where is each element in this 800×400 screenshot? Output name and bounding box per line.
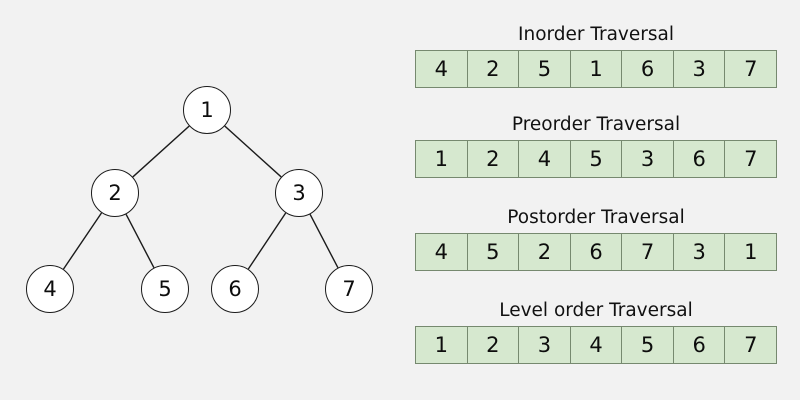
traversal-cell[interactable]: 3 — [673, 51, 726, 88]
tree-node-6[interactable]: 6 — [211, 265, 259, 313]
traversal-cell[interactable]: 2 — [519, 234, 571, 271]
traversal-cell[interactable]: 5 — [570, 141, 623, 178]
traversal-row-levelorder: 1 2 3 4 5 6 7 — [415, 326, 777, 365]
traversal-cell[interactable]: 7 — [725, 327, 777, 364]
tree-node-label: 5 — [158, 276, 172, 301]
traversal-cell-value: 6 — [640, 56, 655, 81]
traversal-cell[interactable]: 4 — [416, 51, 468, 88]
traversal-cell[interactable]: 1 — [416, 327, 468, 364]
traversal-cell[interactable]: 7 — [622, 234, 674, 271]
traversal-cell[interactable]: 1 — [570, 51, 623, 88]
traversal-cell-value: 1 — [434, 332, 448, 357]
traversal-cell-value: 1 — [434, 146, 448, 171]
traversal-cell-value: 6 — [692, 332, 706, 357]
traversal-cell[interactable]: 6 — [622, 51, 674, 88]
traversal-cell-value: 1 — [589, 56, 603, 81]
traversal-cell-value: 5 — [537, 56, 552, 81]
traversal-block-preorder: Preorder Traversal 1 2 4 5 3 6 7 — [415, 114, 777, 179]
traversal-block-postorder: Postorder Traversal 4 5 2 6 7 3 1 — [415, 207, 777, 272]
tree-node-2[interactable]: 2 — [91, 169, 139, 217]
tree-edge-1-2 — [132, 125, 190, 178]
binary-tree-diagram: 1 2 3 4 5 6 7 — [26, 86, 373, 313]
tree-edge-3-6 — [247, 212, 287, 270]
traversal-cell-value: 6 — [692, 146, 706, 171]
traversal-cell-value: 5 — [486, 239, 500, 264]
traversal-cell[interactable]: 6 — [673, 141, 726, 178]
tree-node-label: 1 — [200, 97, 214, 122]
traversal-cell[interactable]: 5 — [519, 51, 571, 88]
traversal-block-inorder: Inorder Traversal 4 2 5 1 6 3 7 — [415, 24, 777, 89]
traversal-cell-value: 3 — [537, 332, 552, 357]
traversal-cell-value: 4 — [537, 146, 552, 171]
tree-node-7[interactable]: 7 — [325, 265, 373, 313]
traversal-cell-value: 3 — [640, 146, 655, 171]
tree-node-4[interactable]: 4 — [26, 265, 74, 313]
tree-node-label: 7 — [342, 276, 356, 301]
traversal-row-preorder: 1 2 4 5 3 6 7 — [415, 140, 777, 179]
traversal-title-inorder: Inorder Traversal — [518, 24, 674, 45]
traversal-cell[interactable]: 3 — [673, 234, 726, 271]
tree-edge-2-5 — [125, 213, 155, 269]
traversal-cell-value: 4 — [434, 56, 448, 81]
traversal-block-levelorder: Level order Traversal 1 2 3 4 5 6 7 — [415, 300, 777, 365]
traversal-cell-value: 5 — [640, 332, 655, 357]
traversal-cell-value: 2 — [486, 56, 500, 81]
traversal-cell[interactable]: 4 — [570, 327, 623, 364]
traversal-cell-value: 3 — [692, 239, 706, 264]
traversal-cell-value: 3 — [692, 56, 706, 81]
traversal-cell[interactable]: 4 — [416, 234, 468, 271]
traversal-cell[interactable]: 2 — [467, 327, 520, 364]
traversal-cell-value: 2 — [486, 146, 500, 171]
traversal-title-levelorder: Level order Traversal — [499, 300, 693, 321]
traversal-cell-value: 7 — [744, 146, 758, 171]
traversal-cell-value: 4 — [589, 332, 603, 357]
traversal-cell[interactable]: 7 — [725, 51, 777, 88]
traversal-cell[interactable]: 2 — [467, 141, 520, 178]
traversal-cell-value: 6 — [589, 239, 603, 264]
traversal-cell[interactable]: 4 — [519, 141, 571, 178]
tree-edge-1-3 — [224, 125, 282, 178]
traversal-cell[interactable]: 1 — [725, 234, 777, 271]
traversal-cell-value: 7 — [744, 56, 758, 81]
tree-node-label: 3 — [292, 180, 306, 205]
tree-edge-3-7 — [309, 213, 339, 269]
traversal-cell[interactable]: 6 — [570, 234, 623, 271]
traversal-row-inorder: 4 2 5 1 6 3 7 — [415, 50, 777, 89]
traversal-cell[interactable]: 6 — [673, 327, 726, 364]
traversal-cell-value: 5 — [589, 146, 603, 171]
tree-node-1[interactable]: 1 — [183, 86, 231, 134]
traversal-title-postorder: Postorder Traversal — [507, 207, 685, 228]
traversal-row-postorder: 4 5 2 6 7 3 1 — [415, 233, 777, 272]
tree-node-3[interactable]: 3 — [275, 169, 323, 217]
tree-node-5[interactable]: 5 — [141, 265, 189, 313]
traversal-cell-value: 2 — [486, 332, 500, 357]
tree-edges-layer — [62, 125, 339, 270]
traversal-cell[interactable]: 3 — [519, 327, 571, 364]
traversal-cell[interactable]: 2 — [467, 51, 520, 88]
traversal-cell-value: 7 — [744, 332, 758, 357]
traversal-title-preorder: Preorder Traversal — [511, 114, 681, 135]
traversal-cell-value: 1 — [744, 239, 758, 264]
traversal-cell[interactable]: 5 — [622, 327, 674, 364]
traversal-cell[interactable]: 1 — [416, 141, 468, 178]
traversal-cell[interactable]: 5 — [467, 234, 520, 271]
traversal-cell-value: 7 — [640, 239, 655, 264]
traversal-cell-value: 4 — [434, 239, 448, 264]
tree-node-label: 6 — [228, 276, 242, 301]
tree-node-label: 4 — [43, 276, 57, 301]
traversal-cell[interactable]: 7 — [725, 141, 777, 178]
traversal-cell-value: 2 — [537, 239, 552, 264]
tree-edge-2-4 — [62, 212, 103, 270]
traversal-cell[interactable]: 3 — [622, 141, 674, 178]
tree-node-label: 2 — [108, 180, 122, 205]
